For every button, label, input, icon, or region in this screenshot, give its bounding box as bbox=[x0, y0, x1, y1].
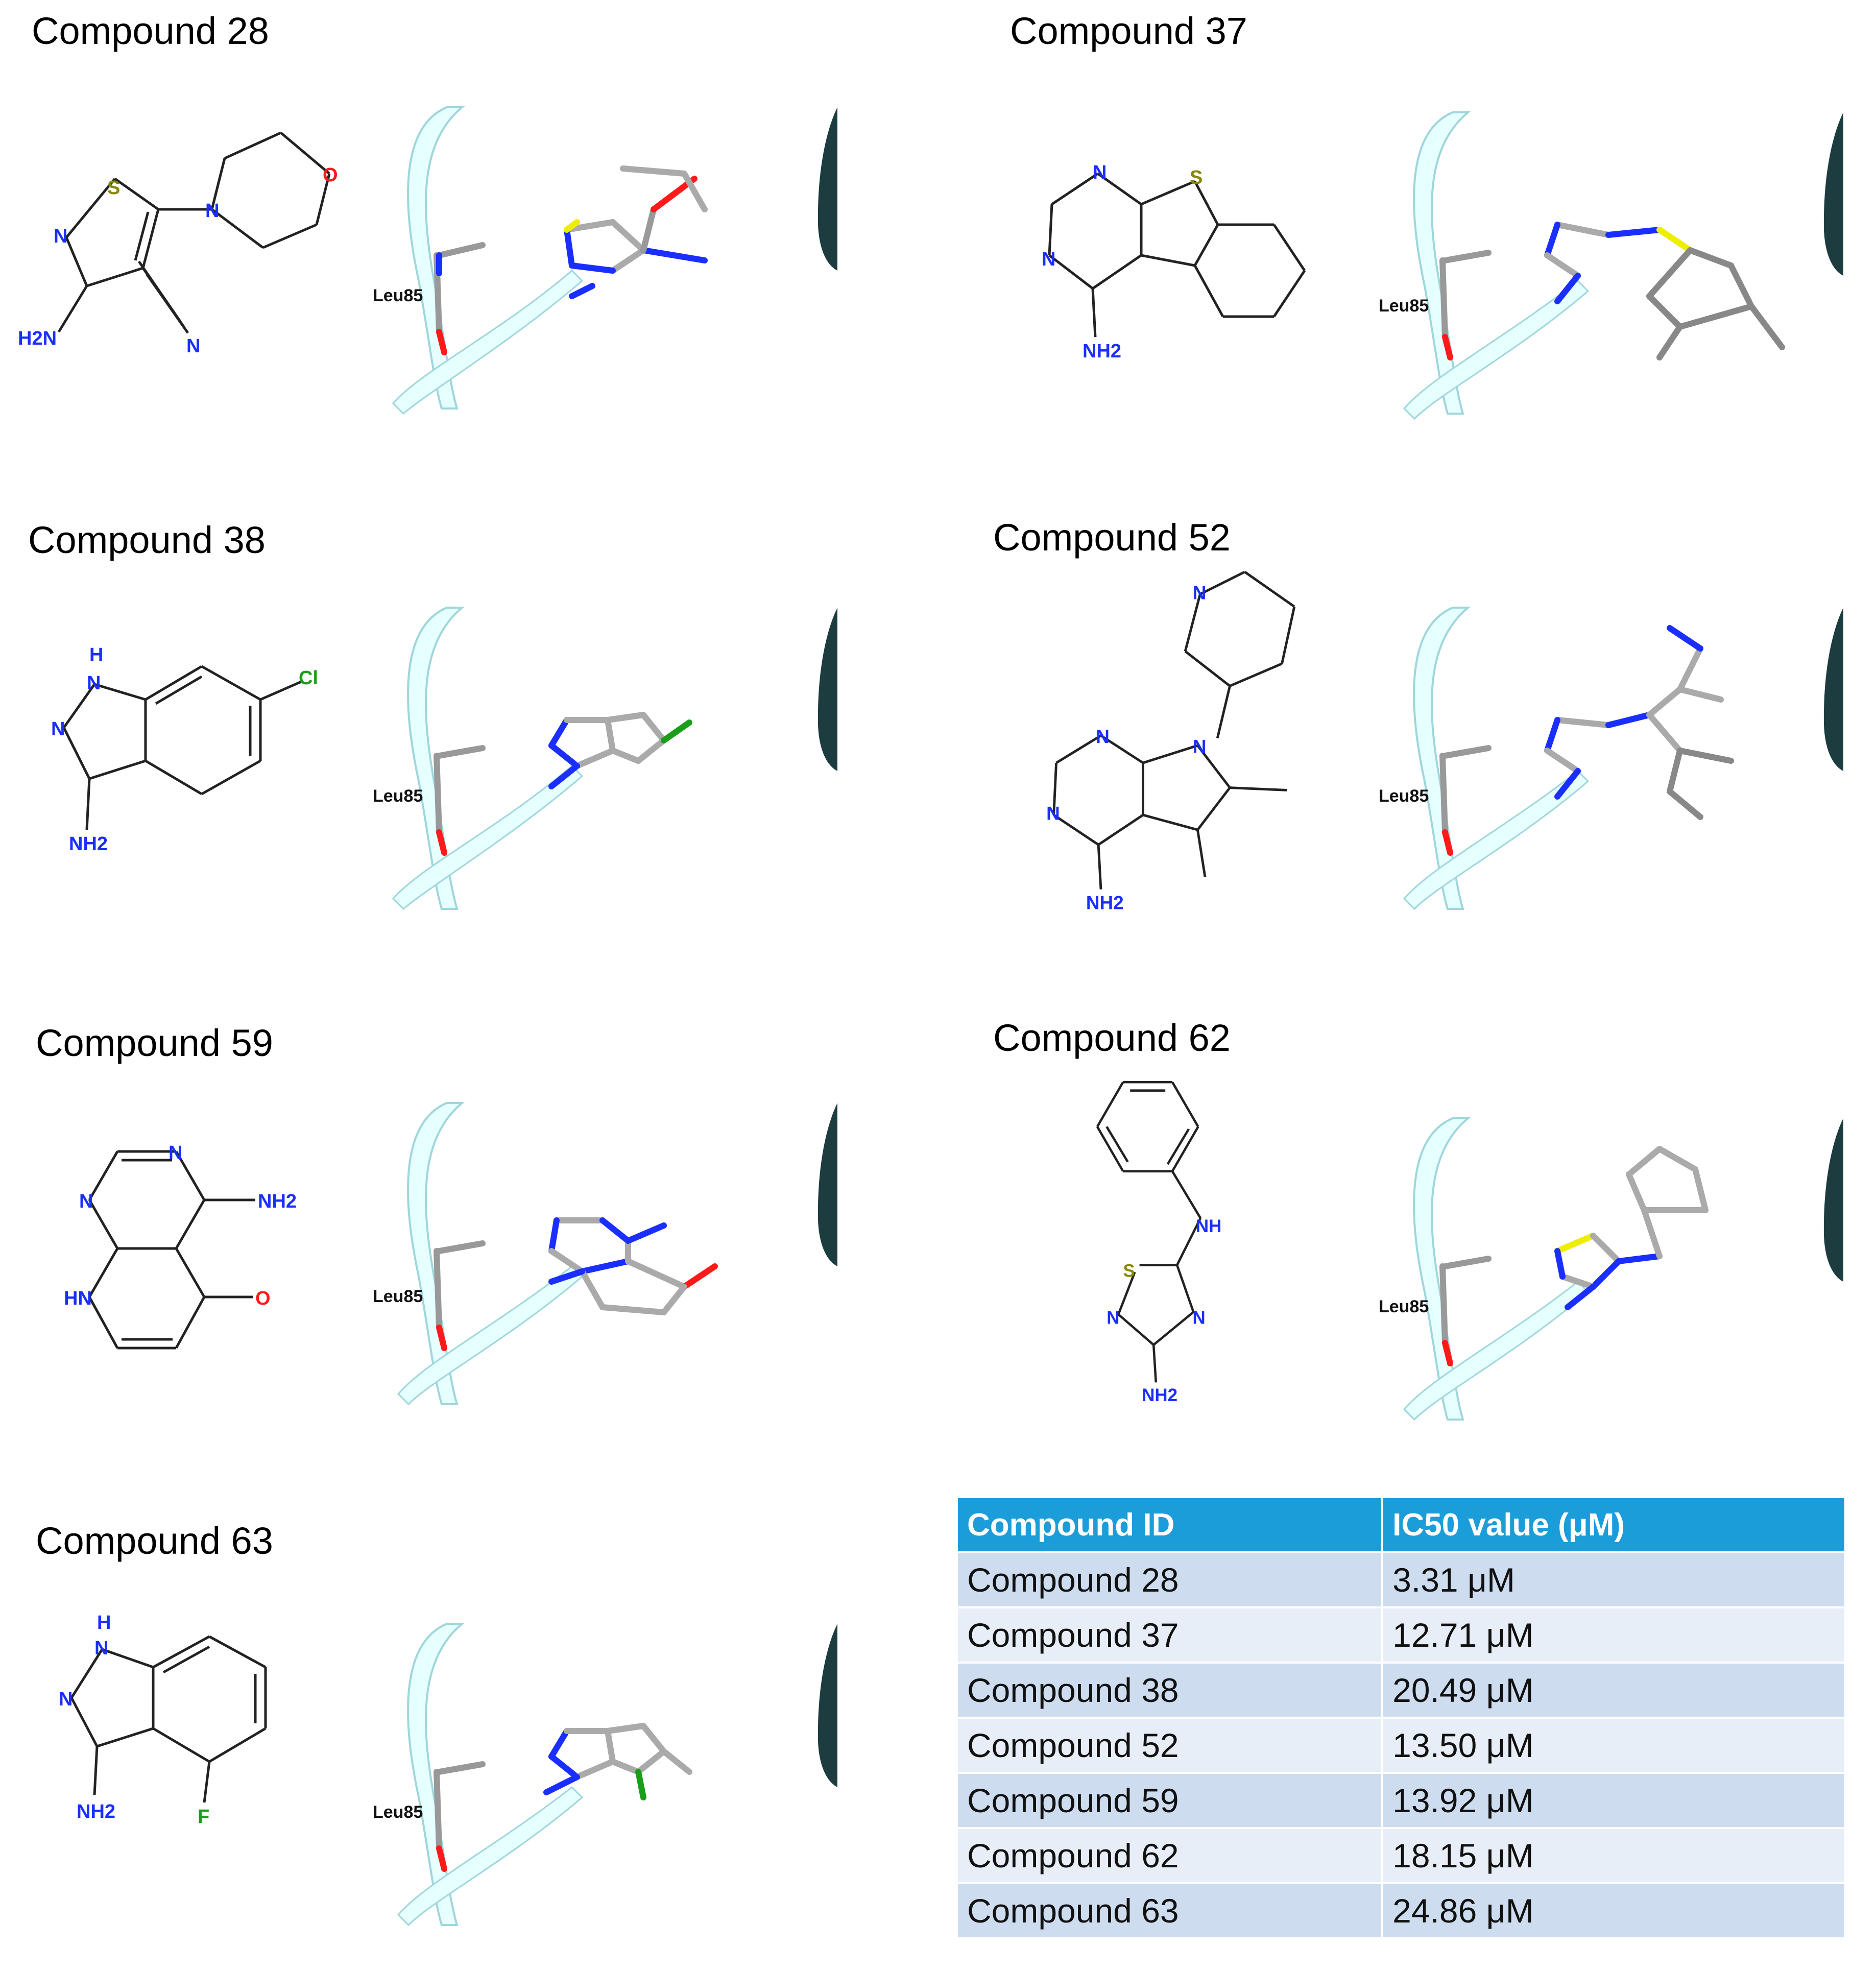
atom-label: N bbox=[87, 672, 101, 694]
table-header-row: Compound ID IC50 value (μM) bbox=[955, 1496, 1846, 1553]
column-header-compound-id: Compound ID bbox=[955, 1496, 1384, 1553]
cell-ic50: 20.49 μM bbox=[1381, 1662, 1846, 1719]
structure-compound-52: N N N N NH2 bbox=[1026, 570, 1384, 919]
residue-label: Leu85 bbox=[373, 1287, 423, 1306]
cell-compound: Compound 63 bbox=[955, 1882, 1384, 1939]
atom-label: H bbox=[97, 1612, 111, 1633]
docking-pose-compound-62: Leu85 bbox=[1363, 1108, 1843, 1435]
structure-compound-38: H N N Cl NH2 bbox=[10, 633, 368, 980]
docking-pose-compound-59: Leu85 bbox=[357, 1093, 837, 1420]
residue-label: Leu85 bbox=[1379, 786, 1429, 806]
structure-compound-59: N N NH2 HN O bbox=[31, 1123, 388, 1471]
cell-compound: Compound 52 bbox=[955, 1717, 1384, 1774]
atom-label: NH2 bbox=[1142, 1385, 1177, 1405]
column-header-ic50: IC50 value (μM) bbox=[1381, 1496, 1846, 1553]
table-row: Compound 38 20.49 μM bbox=[955, 1662, 1846, 1719]
docking-pose-compound-52: Leu85 bbox=[1363, 597, 1843, 924]
atom-label: NH bbox=[1196, 1216, 1221, 1236]
cell-compound: Compound 28 bbox=[955, 1551, 1384, 1608]
panel-title: Compound 63 bbox=[36, 1520, 273, 1562]
structure-compound-63: H N N NH2 F bbox=[15, 1612, 373, 1966]
residue-label: Leu85 bbox=[373, 1802, 423, 1822]
atom-label: S bbox=[1123, 1261, 1135, 1281]
atom-label: H bbox=[89, 644, 103, 666]
atom-label: NH2 bbox=[69, 833, 108, 855]
residue-label: Leu85 bbox=[1379, 296, 1429, 316]
docking-pose-compound-63: Leu85 bbox=[357, 1614, 837, 1940]
atom-label: N bbox=[1193, 736, 1207, 757]
atom-label: N bbox=[59, 1689, 73, 1710]
panel-title: Compound 62 bbox=[993, 1017, 1231, 1059]
atom-label: Cl bbox=[299, 667, 318, 689]
atom-label: N bbox=[1093, 162, 1107, 183]
table-row: Compound 59 13.92 μM bbox=[955, 1772, 1846, 1829]
structure-compound-62: NH S N N NH2 bbox=[1057, 1077, 1414, 1425]
docking-pose-compound-38: Leu85 bbox=[357, 597, 837, 924]
atom-label: N bbox=[1046, 803, 1060, 824]
table-row: Compound 28 3.31 μM bbox=[955, 1551, 1846, 1608]
atom-label: HN bbox=[64, 1288, 92, 1309]
panel-title: Compound 38 bbox=[28, 519, 266, 561]
cell-compound: Compound 62 bbox=[955, 1827, 1384, 1884]
atom-label: N bbox=[1042, 249, 1055, 270]
table-row: Compound 37 12.71 μM bbox=[955, 1606, 1846, 1664]
cell-ic50: 12.71 μM bbox=[1381, 1606, 1846, 1664]
atom-label: NH2 bbox=[77, 1801, 115, 1822]
atom-label: N bbox=[94, 1638, 108, 1659]
docking-pose-compound-37: Leu85 bbox=[1363, 102, 1843, 429]
atom-label: NH2 bbox=[1083, 341, 1121, 362]
atom-label: O bbox=[255, 1288, 271, 1309]
residue-label: Leu85 bbox=[373, 786, 423, 806]
structure-compound-37: N N S NH2 bbox=[1026, 143, 1384, 490]
atom-label: N bbox=[186, 335, 200, 357]
atom-label: N bbox=[1096, 726, 1110, 747]
atom-label: S bbox=[107, 177, 120, 199]
atom-label: F bbox=[198, 1806, 209, 1828]
atom-label: N bbox=[205, 200, 219, 222]
cell-ic50: 24.86 μM bbox=[1381, 1882, 1846, 1939]
docking-pose-compound-28: Leu85 bbox=[357, 97, 837, 424]
atom-label: N bbox=[1193, 582, 1207, 603]
atom-label: NH2 bbox=[1086, 893, 1124, 914]
panel-title: Compound 28 bbox=[32, 10, 269, 52]
atom-label: N bbox=[169, 1142, 182, 1164]
ic50-table: Compound ID IC50 value (μM) Compound 28 … bbox=[955, 1496, 1846, 1939]
residue-label: Leu85 bbox=[1379, 1297, 1429, 1316]
cell-ic50: 13.92 μM bbox=[1381, 1772, 1846, 1829]
table-row: Compound 52 13.50 μM bbox=[955, 1717, 1846, 1774]
panel-title: Compound 37 bbox=[1010, 10, 1247, 52]
atom-label: H2N bbox=[18, 328, 57, 349]
atom-label: N bbox=[1107, 1308, 1119, 1328]
table-row: Compound 63 24.86 μM bbox=[955, 1882, 1846, 1939]
atom-label: N bbox=[54, 226, 67, 247]
residue-label: Leu85 bbox=[373, 286, 423, 305]
cell-ic50: 13.50 μM bbox=[1381, 1717, 1846, 1774]
cell-ic50: 3.31 μM bbox=[1381, 1551, 1846, 1608]
atom-label: NH2 bbox=[258, 1191, 297, 1212]
structure-compound-28: S N H2N N N O bbox=[10, 112, 368, 460]
atom-label: N bbox=[51, 718, 65, 740]
atom-label: N bbox=[1192, 1308, 1205, 1328]
table-row: Compound 62 18.15 μM bbox=[955, 1827, 1846, 1884]
cell-ic50: 18.15 μM bbox=[1381, 1827, 1846, 1884]
atom-label: O bbox=[323, 164, 338, 186]
cell-compound: Compound 38 bbox=[955, 1662, 1384, 1719]
atom-label: N bbox=[79, 1191, 93, 1212]
cell-compound: Compound 37 bbox=[955, 1606, 1384, 1664]
atom-label: S bbox=[1190, 167, 1202, 188]
cell-compound: Compound 59 bbox=[955, 1772, 1384, 1829]
panel-title: Compound 52 bbox=[993, 516, 1231, 559]
panel-title: Compound 59 bbox=[36, 1022, 273, 1064]
